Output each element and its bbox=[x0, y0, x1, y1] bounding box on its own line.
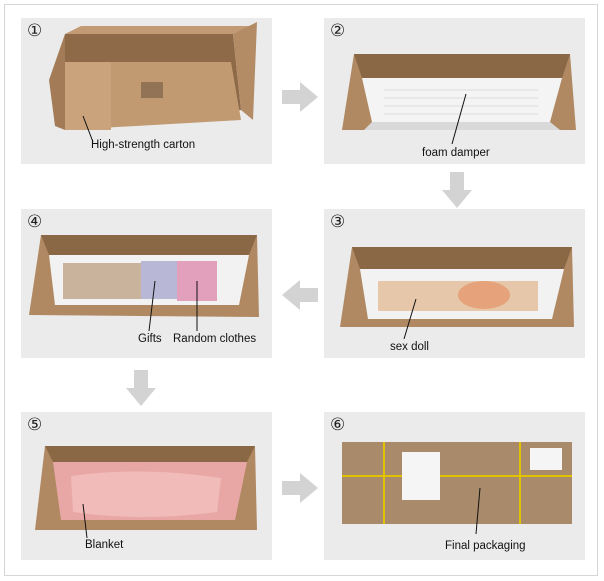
open-carton-image bbox=[49, 22, 257, 143]
step-1-panel: ① High-strength carton bbox=[21, 18, 272, 164]
arrow-down-icon bbox=[442, 172, 472, 208]
step-number: ⑤ bbox=[27, 415, 43, 434]
image-frame bbox=[4, 4, 598, 576]
step-2-panel: ② foam damper bbox=[324, 18, 585, 164]
step-number: ④ bbox=[27, 212, 43, 231]
random-clothes-label: Random clothes bbox=[173, 333, 257, 345]
step-5-panel: ⑤ Blanket bbox=[21, 412, 272, 560]
arrow-down-icon bbox=[126, 370, 156, 406]
step-number: ② bbox=[330, 21, 346, 40]
sealed-box-image bbox=[342, 442, 572, 535]
carton-label: High-strength carton bbox=[91, 139, 196, 151]
blanket-label: Blanket bbox=[85, 539, 124, 551]
step-3-panel: ③ sex doll bbox=[324, 209, 585, 358]
sex-doll-label: sex doll bbox=[390, 341, 429, 353]
gifts-label: Gifts bbox=[138, 333, 162, 345]
step-number: ③ bbox=[330, 212, 346, 231]
arrow-right-icon bbox=[282, 82, 318, 112]
arrow-right-icon bbox=[282, 473, 318, 503]
carton-with-blanket-image bbox=[35, 446, 257, 539]
carton-with-foam-image bbox=[342, 54, 576, 145]
carton-with-gifts-image bbox=[29, 235, 259, 332]
carton-with-doll-image bbox=[340, 247, 574, 340]
step-4-panel: ④ Gifts Random clothes bbox=[21, 209, 272, 358]
foam-damper-label: foam damper bbox=[422, 147, 490, 159]
step-number: ⑥ bbox=[330, 415, 346, 434]
final-packaging-label: Final packaging bbox=[445, 540, 526, 552]
step-number: ① bbox=[27, 21, 43, 40]
arrow-left-icon bbox=[282, 280, 318, 310]
step-6-panel: ⑥ Final packaging bbox=[324, 412, 585, 560]
